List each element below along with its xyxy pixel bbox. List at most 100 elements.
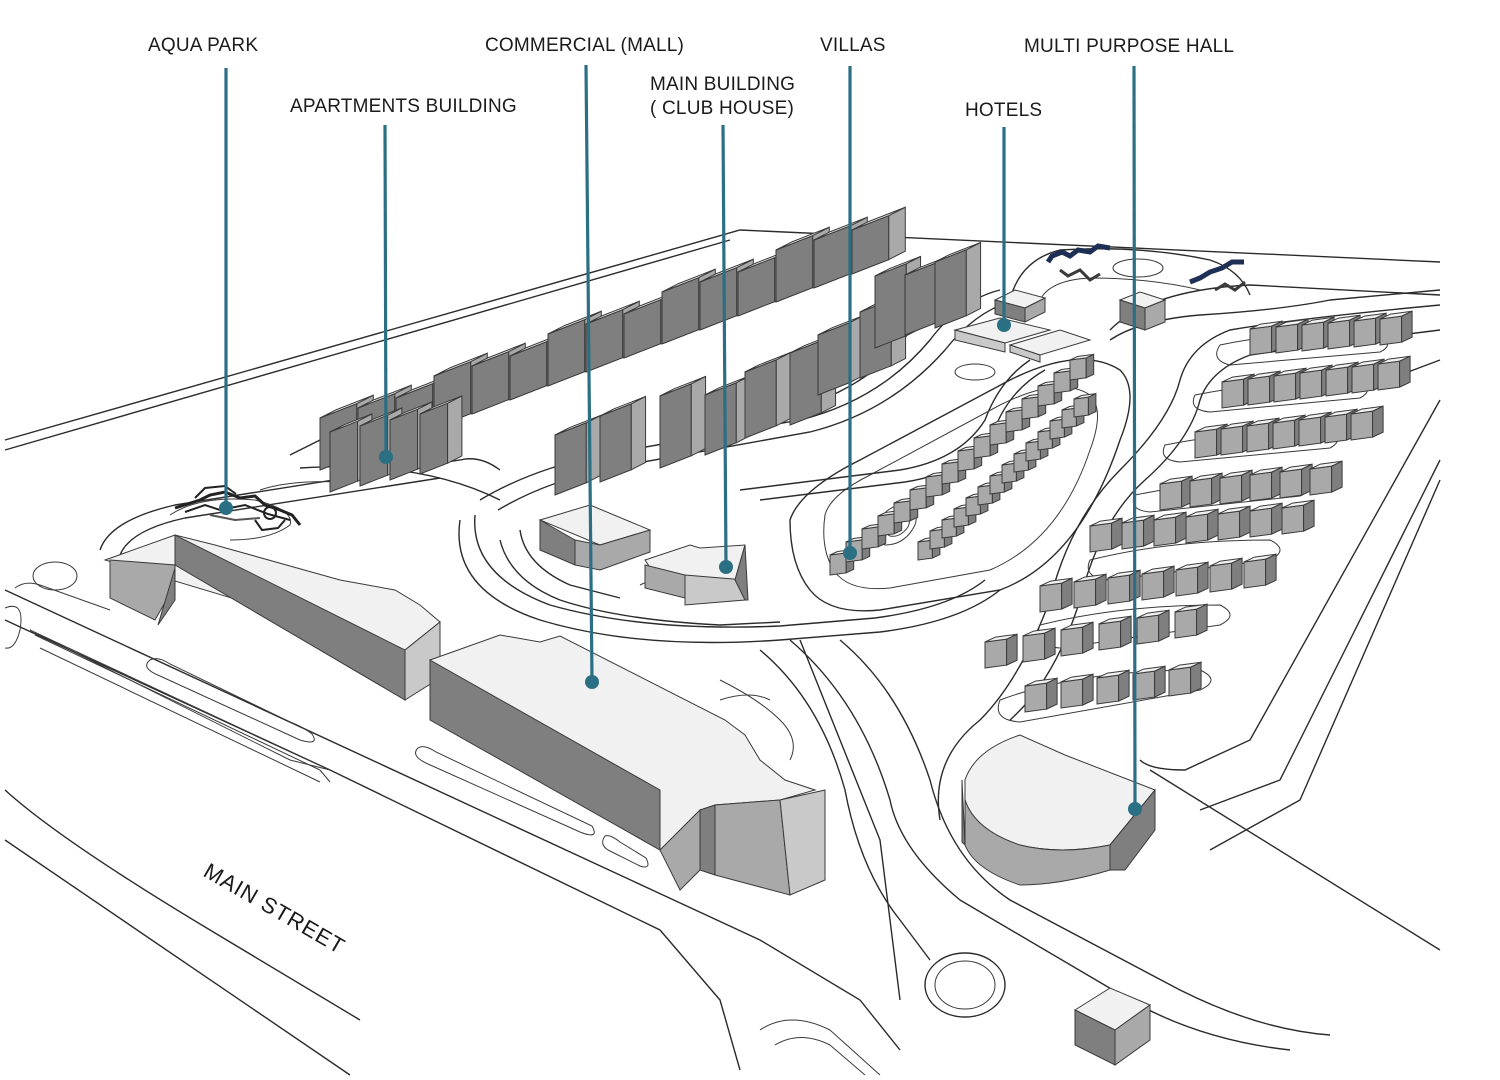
villa-r5-3-top <box>1141 565 1175 575</box>
tower-2-front <box>659 383 692 469</box>
label-main-building: MAIN BUILDING <box>650 74 796 95</box>
villa-r1-5-top <box>1351 358 1385 368</box>
apartment-front-block-0-front <box>329 420 359 493</box>
villa-r5-0-top <box>1039 577 1073 587</box>
label-multi-purpose-hall: MULTI PURPOSE HALL <box>1024 36 1235 57</box>
tower-4-front <box>744 359 777 439</box>
villa-r0-2-front <box>1301 321 1325 352</box>
villa-a-7-front <box>941 461 959 485</box>
hotels-marker <box>997 318 1011 332</box>
villas-right-cluster <box>984 310 1413 713</box>
villa-r0-3-front <box>1327 319 1351 350</box>
villa-r7-1-top <box>1060 673 1094 683</box>
villa-r7-2-front <box>1096 674 1120 705</box>
villa-r4-4-top <box>1217 505 1251 515</box>
villa-r3-2-top <box>1219 469 1253 479</box>
apartment-block-3-top <box>433 352 488 377</box>
villa-r4-6-top <box>1281 499 1315 509</box>
label-apartments-building: APARTMENTS BUILDING <box>290 96 517 117</box>
villa-r1-3-top <box>1299 364 1333 374</box>
apartment-block-12-front <box>775 234 814 303</box>
villa-r0-0-front <box>1249 325 1273 356</box>
villa-r4-6-front <box>1281 504 1305 535</box>
aqua-park-marker <box>219 501 233 515</box>
apartment-block-7-top <box>585 300 640 325</box>
villa-r2-4-top <box>1298 411 1332 421</box>
apartment-front-block-2-top <box>389 401 433 421</box>
main-building-club-house <box>538 504 749 606</box>
villa-a-4-front <box>893 500 911 524</box>
commercial-mall-buildings <box>103 534 826 896</box>
villa-a-10-front <box>989 422 1007 446</box>
villa-a-2-front <box>861 526 879 550</box>
villa-r6-5-top <box>1174 603 1208 613</box>
villa-r3-1-top <box>1189 472 1223 482</box>
villa-r5-6-top <box>1243 553 1277 563</box>
villa-b-13-front <box>1073 396 1089 418</box>
villa-r2-6-top <box>1350 405 1384 415</box>
villa-r6-3-front <box>1098 620 1122 651</box>
villa-r0-0-top <box>1249 320 1283 330</box>
villa-r1-5-front <box>1351 363 1375 394</box>
villa-r6-1-top <box>1022 627 1056 637</box>
villa-r2-1-top <box>1220 420 1254 430</box>
tower-4-side <box>775 351 792 427</box>
villa-r5-1-top <box>1073 573 1107 583</box>
apartment-block-0-top <box>319 394 374 419</box>
villa-r7-4-top <box>1168 661 1202 671</box>
villa-r1-4-front <box>1325 366 1349 397</box>
villa-r0-1-front <box>1275 323 1299 354</box>
villa-r6-0-top <box>984 633 1018 643</box>
villa-r4-5-front <box>1249 507 1273 538</box>
label-club-house: ( CLUB HOUSE) <box>650 98 795 119</box>
villa-r3-3-top <box>1249 466 1283 476</box>
apartment-front-block-3-side <box>447 395 463 465</box>
villa-r5-5-top <box>1209 557 1243 567</box>
apartment-block-13-top <box>813 216 868 241</box>
villa-r6-0-front <box>984 638 1008 669</box>
villa-r5-3-front <box>1141 570 1165 601</box>
apartments-buildings <box>319 206 906 493</box>
villas-center-rows <box>829 353 1097 576</box>
villa-r6-2-front <box>1060 626 1084 657</box>
villa-r1-6-top <box>1377 355 1411 365</box>
tower-10-top <box>934 242 981 263</box>
multi-purpose-hall-building <box>961 734 1156 886</box>
villa-r5-6-front <box>1243 558 1267 589</box>
villa-r5-1-front <box>1073 578 1097 609</box>
villa-r7-0-top <box>1024 677 1058 687</box>
apartment-block-4-top <box>471 342 526 367</box>
villa-r2-3-front <box>1272 419 1296 450</box>
villa-r3-0-front <box>1159 480 1183 511</box>
villa-r7-0-front <box>1024 682 1048 713</box>
tower-2-side <box>690 375 707 457</box>
villa-r3-5-front <box>1309 465 1333 496</box>
apartment-front-block-2-front <box>389 408 419 481</box>
villa-r4-1-front <box>1121 519 1145 550</box>
villa-r0-5-top <box>1379 310 1413 320</box>
apartment-block-12-top <box>775 226 830 251</box>
tower-8-top <box>874 256 921 277</box>
tower-10-side <box>965 241 982 317</box>
villa-r6-4-front <box>1136 614 1160 645</box>
villas-marker <box>843 546 857 560</box>
villa-r4-3-top <box>1185 508 1219 518</box>
villa-r1-2-top <box>1273 367 1307 377</box>
villa-r7-1-front <box>1060 678 1084 709</box>
villa-r3-5-top <box>1309 460 1343 470</box>
label-commercial-mall: COMMERCIAL (MALL) <box>485 35 685 56</box>
villa-r4-2-front <box>1153 516 1177 547</box>
tower-5-front <box>789 340 822 426</box>
villa-r1-2-front <box>1273 372 1297 403</box>
villa-a-5-front <box>909 487 927 511</box>
villa-r1-0-front <box>1221 378 1245 409</box>
villa-r3-2-front <box>1219 474 1243 505</box>
villa-r1-1-top <box>1247 370 1281 380</box>
villa-r0-1-top <box>1275 318 1309 328</box>
villa-a-12-front <box>1021 396 1039 420</box>
villa-r0-3-top <box>1327 314 1361 324</box>
hotels-area <box>953 243 1246 363</box>
villa-r3-4-front <box>1279 468 1303 499</box>
tower-10-front <box>934 249 967 329</box>
main-building-marker <box>719 560 733 574</box>
